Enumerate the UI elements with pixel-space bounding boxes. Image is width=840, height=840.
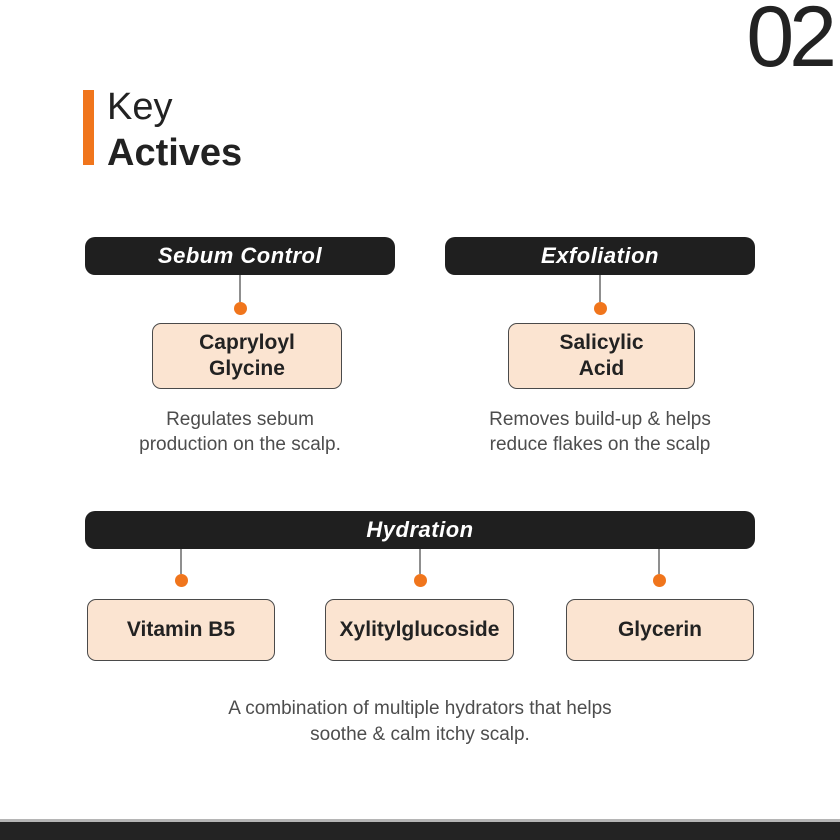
- section-header-exfoliation: Exfoliation: [445, 237, 755, 275]
- active-description-sebum: Regulates sebum production on the scalp.: [139, 409, 341, 455]
- page-title: Key Actives: [107, 84, 242, 176]
- connector-line: [180, 549, 182, 574]
- connector-dot: [233, 302, 247, 315]
- connector-dot: [652, 574, 666, 587]
- active-chip-glycerin: Glycerin: [566, 599, 754, 661]
- active-chip-xylitylglucoside: Xylitylglucoside: [325, 599, 514, 661]
- connector-glycerin: [652, 549, 666, 587]
- section-header-hydration: Hydration: [85, 511, 755, 549]
- connector-line: [419, 549, 421, 574]
- active-chip-capryloyl-glycine: Capryloyl Glycine: [152, 323, 342, 389]
- active-chip-salicylic-acid: Salicylic Acid: [508, 323, 695, 389]
- footer-bar: [0, 822, 840, 840]
- page-title-line2: Actives: [107, 132, 243, 174]
- footer-divider-line: [0, 819, 840, 822]
- connector-sebum: [233, 275, 247, 315]
- connector-line: [658, 549, 660, 574]
- active-description-exfoliation: Removes build-up & helps reduce flakes o…: [489, 409, 711, 455]
- connector-dot: [593, 302, 607, 315]
- connector-dot: [413, 574, 427, 587]
- connector-line: [599, 275, 601, 302]
- connector-line: [239, 275, 241, 302]
- connector-xylitylglucoside: [413, 549, 427, 587]
- page-number: 02: [746, 0, 837, 85]
- connector-dot: [174, 574, 188, 587]
- title-accent-bar: [83, 90, 94, 165]
- connector-exfoliation: [593, 275, 607, 315]
- active-description-hydration: A combination of multiple hydrators that…: [228, 698, 612, 745]
- active-chip-vitamin-b5: Vitamin B5: [87, 599, 275, 661]
- page-title-line1: Key: [107, 86, 173, 128]
- connector-vitamin-b5: [174, 549, 188, 587]
- section-header-sebum-control: Sebum Control: [85, 237, 395, 275]
